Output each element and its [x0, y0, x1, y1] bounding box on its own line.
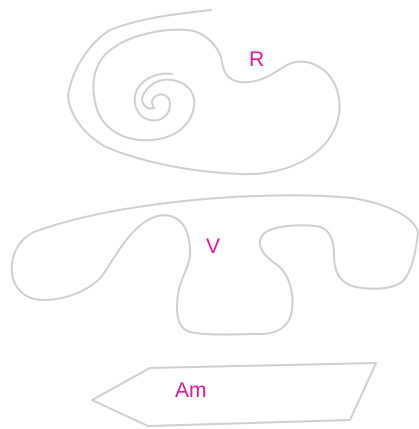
- shape-label-am: Am: [175, 379, 207, 402]
- shape-label-r: R: [249, 48, 265, 71]
- curved-blob-shape-outline: [10, 194, 419, 336]
- arrow-pentagon-shape-outline: [91, 362, 377, 427]
- spiral-shape-outline: [67, 9, 341, 176]
- shape-label-v: V: [206, 235, 221, 258]
